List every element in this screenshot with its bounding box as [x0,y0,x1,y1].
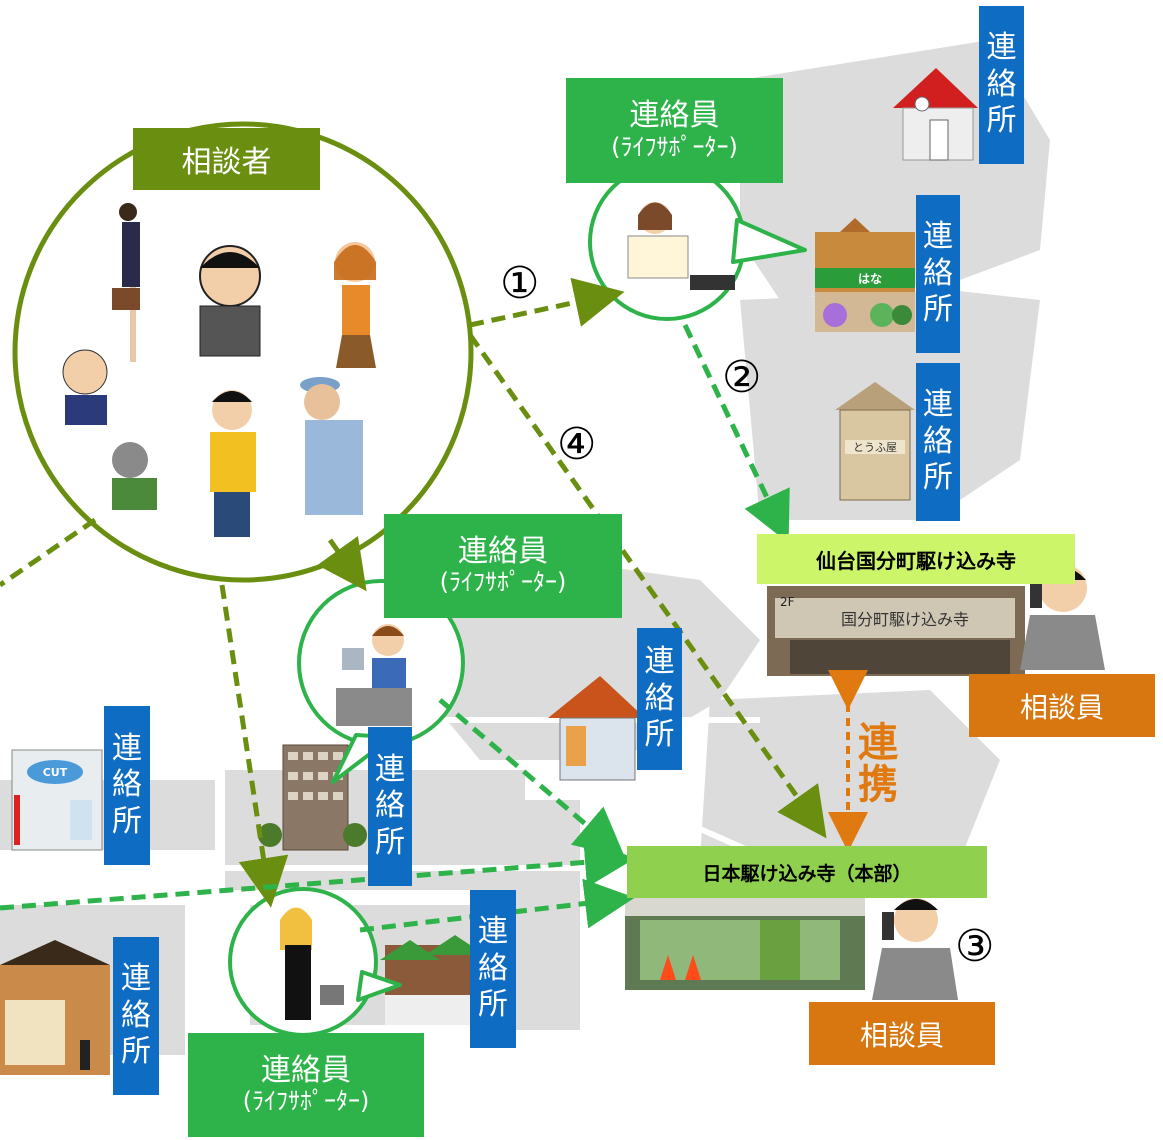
arrow-liaison2-hq [438,698,626,858]
tofu-shop-sign: とうふ屋 [853,441,897,454]
liaison-label-1: 連絡員 (ﾗｲﾌｻﾎﾟｰﾀｰ) [566,78,783,183]
arrow-left-hq [0,837,635,911]
flower-shop-icon [815,218,915,332]
arrow-to-left [0,517,97,588]
cafe-terrace-icon [380,935,485,1025]
house-icon-top [893,68,978,161]
liaison-office-7: 連絡所 [470,890,516,1048]
arrow-1 [469,277,625,328]
person-icon-crying-man [62,349,108,425]
barber-sign: CUT [42,765,68,779]
liaison-label-3: 連絡員 (ﾗｲﾌｻﾎﾟｰﾀｰ) [188,1033,424,1137]
office-building-icon [258,744,367,851]
arrow-4 [467,333,827,839]
counselor-label-sendai: 相談員 [969,674,1155,737]
step-4: ④ [557,419,597,470]
step-1: ① [500,258,540,309]
house-icon-middle [548,676,645,781]
liaison-office-8: 連絡所 [113,937,159,1095]
sendai-label: 仙台国分町駆け込み寺 [757,534,1075,584]
liaison-label-2: 連絡員 (ﾗｲﾌｻﾎﾟｰﾀｰ) [384,514,622,618]
liaison-figure-phone [627,202,735,290]
counselor-figure-hq [872,898,958,1000]
person-icon-thinking-man [210,390,256,537]
tofu-shop-icon [835,382,915,501]
step-3: ③ [955,921,995,972]
liaison-figure-desk [336,624,412,726]
liaison-title: 連絡員 [458,533,548,569]
arrow-2 [682,323,790,544]
barber-shop-icon [11,749,103,851]
hq-photo [625,898,865,990]
cooperation-label: 連携 [858,720,898,808]
liaison-office-4: 連絡所 [637,628,682,770]
liaison-title: 連絡員 [261,1052,351,1088]
liaison-figure-lady [280,907,344,1020]
liaison-subtitle: (ﾗｲﾌｻﾎﾟｰﾀｰ) [439,568,567,597]
sendai-sign: 国分町駆け込み寺 [840,610,969,629]
theater-icon [0,940,110,1075]
liaison-office-1: 連絡所 [979,6,1024,164]
liaison-office-3: 連絡所 [916,363,960,521]
person-icon-sitting-woman [112,442,157,510]
counselor-label-hq: 相談員 [809,1002,995,1065]
person-icon-worried-man [199,245,261,357]
hq-label: 日本駆け込み寺（本部） [627,846,987,898]
liaison-office-5: 連絡所 [104,706,150,865]
svg-text:2F: 2F [780,595,795,609]
liaison-office-6: 連絡所 [368,727,412,886]
liaison-subtitle: (ﾗｲﾌｻﾎﾟｰﾀｰ) [611,132,738,161]
step-2: ② [722,352,762,403]
liaison-office-2: 連絡所 [916,195,960,353]
sendai-photo: 2F [767,586,1025,676]
person-icon-woman [334,242,376,368]
arrow-to-liaison-2 [317,536,367,592]
person-icon-old-man [300,377,363,515]
liaison-subtitle: (ﾗｲﾌｻﾎﾟｰﾀｰ) [242,1087,370,1116]
liaison-title: 連絡員 [629,98,720,134]
flower-shop-sign: はな [857,271,882,286]
person-icons [62,203,376,537]
person-icon-businesswoman [112,203,140,362]
consultees-label: 相談者 [133,128,320,190]
arrow-to-liaison-3 [219,584,289,908]
